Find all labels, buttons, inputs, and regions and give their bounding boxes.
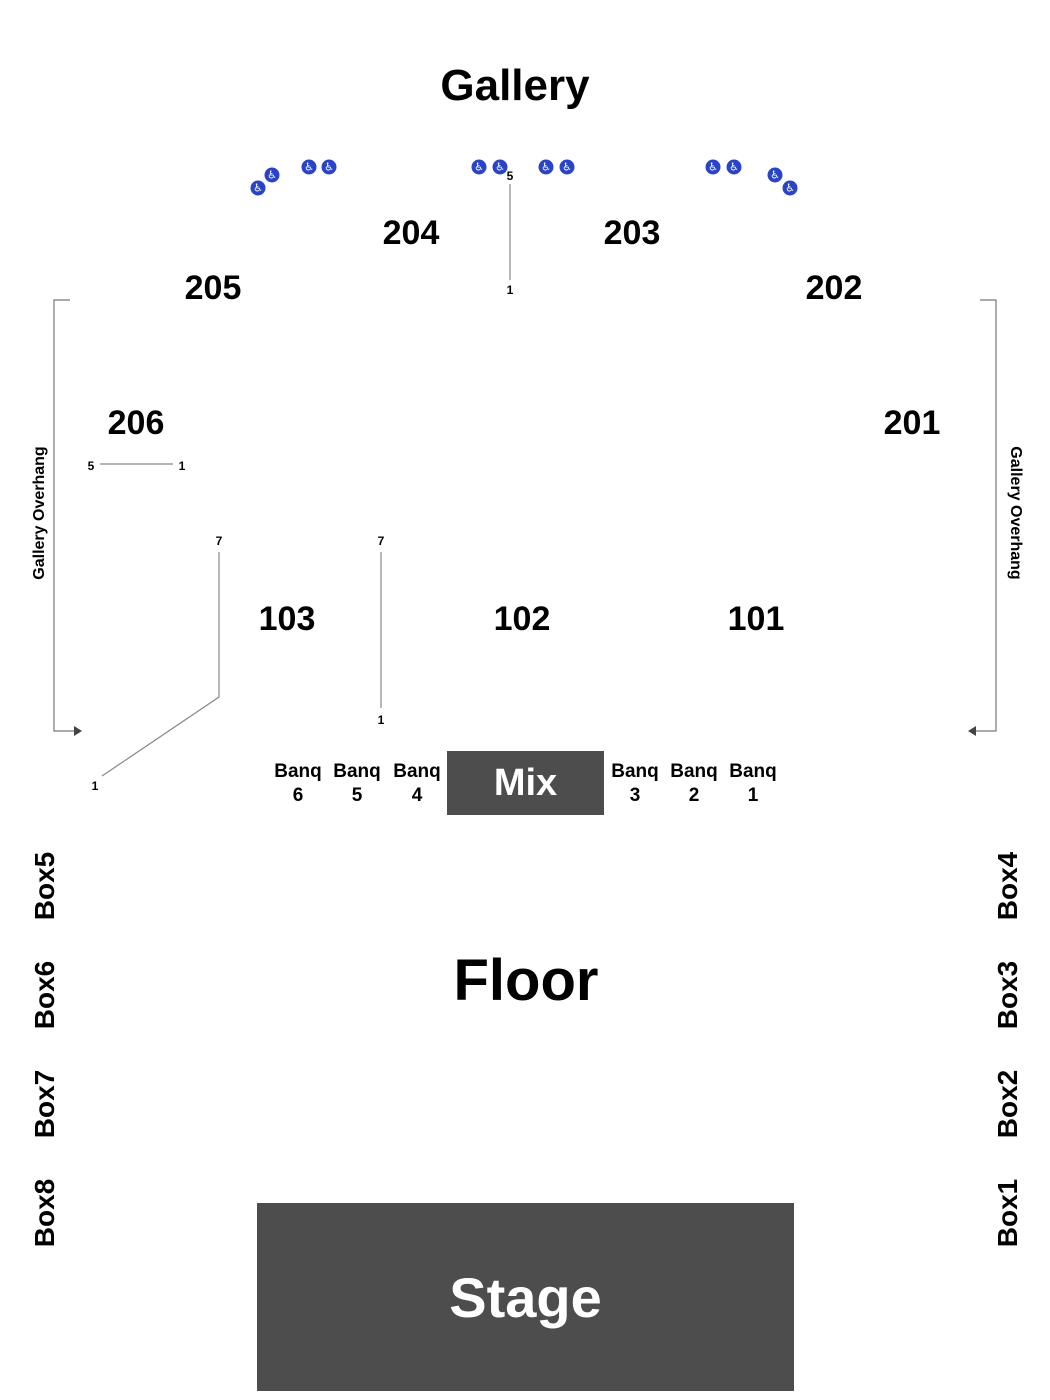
section-floor[interactable]: Floor bbox=[453, 948, 599, 1013]
banquet-4[interactable]: Banq 4 bbox=[393, 760, 441, 808]
banquet-word: Banq bbox=[729, 761, 777, 782]
banquet-word: Banq bbox=[611, 761, 659, 782]
banquet-3[interactable]: Banq 3 bbox=[611, 760, 659, 808]
row-marker: 7 bbox=[377, 534, 385, 548]
overhang-bracket-left bbox=[53, 299, 74, 732]
banquet-1[interactable]: Banq 1 bbox=[729, 760, 777, 808]
banquet-6[interactable]: Banq 6 bbox=[274, 760, 322, 808]
wheelchair-icon: ♿ bbox=[782, 180, 798, 196]
banquet-5[interactable]: Banq 5 bbox=[333, 760, 381, 808]
box-3[interactable]: Box3 bbox=[992, 960, 1023, 1030]
section-201[interactable]: 201 bbox=[883, 404, 941, 442]
row-marker: 5 bbox=[87, 459, 95, 473]
wheelchair-icon: ♿ bbox=[471, 159, 487, 175]
box-8[interactable]: Box8 bbox=[29, 1178, 60, 1248]
wheelchair-icon: ♿ bbox=[538, 159, 554, 175]
box-2[interactable]: Box2 bbox=[992, 1069, 1023, 1139]
wheelchair-icon: ♿ bbox=[726, 159, 742, 175]
section-206[interactable]: 206 bbox=[107, 404, 165, 442]
row-marker: 1 bbox=[178, 459, 186, 473]
section-102[interactable]: 102 bbox=[493, 600, 551, 638]
box-1[interactable]: Box1 bbox=[992, 1178, 1023, 1248]
banquet-number: 3 bbox=[629, 785, 641, 806]
section-204[interactable]: 204 bbox=[382, 214, 440, 252]
section-202[interactable]: 202 bbox=[805, 269, 863, 307]
banquet-number: 5 bbox=[351, 785, 363, 806]
box-5[interactable]: Box5 bbox=[29, 851, 60, 921]
box-6[interactable]: Box6 bbox=[29, 960, 60, 1030]
wheelchair-icon: ♿ bbox=[321, 159, 337, 175]
banquet-word: Banq bbox=[274, 761, 322, 782]
wheelchair-icon: ♿ bbox=[301, 159, 317, 175]
overhang-bracket-right bbox=[976, 299, 997, 732]
banquet-2[interactable]: Banq 2 bbox=[670, 760, 718, 808]
wheelchair-icon: ♿ bbox=[250, 180, 266, 196]
section-205[interactable]: 205 bbox=[184, 269, 242, 307]
gallery-overhang-right: Gallery Overhang bbox=[1007, 446, 1024, 580]
section-101[interactable]: 101 bbox=[727, 600, 785, 638]
box-4[interactable]: Box4 bbox=[992, 851, 1023, 921]
banquet-number: 4 bbox=[411, 785, 423, 806]
stage: Stage bbox=[257, 1203, 794, 1391]
overhang-arrow-left bbox=[74, 726, 82, 736]
row-marker: 1 bbox=[377, 713, 385, 727]
wheelchair-icon: ♿ bbox=[264, 167, 280, 183]
banquet-number: 6 bbox=[292, 785, 304, 806]
row-marker: 7 bbox=[215, 534, 223, 548]
banquet-number: 1 bbox=[747, 785, 759, 806]
section-103[interactable]: 103 bbox=[258, 600, 316, 638]
gallery-title: Gallery bbox=[440, 61, 590, 110]
box-7[interactable]: Box7 bbox=[29, 1069, 60, 1139]
wheelchair-icon: ♿ bbox=[559, 159, 575, 175]
section-203[interactable]: 203 bbox=[603, 214, 661, 252]
row-line-103 bbox=[101, 552, 220, 777]
row-marker: 5 bbox=[506, 169, 514, 183]
banquet-word: Banq bbox=[670, 761, 718, 782]
wheelchair-icon: ♿ bbox=[767, 167, 783, 183]
gallery-overhang-left: Gallery Overhang bbox=[31, 446, 48, 580]
row-marker: 1 bbox=[506, 283, 514, 297]
banquet-word: Banq bbox=[393, 761, 441, 782]
wheelchair-icon: ♿ bbox=[705, 159, 721, 175]
wheelchair-icon: ♿ bbox=[492, 159, 508, 175]
overhang-arrow-right bbox=[968, 726, 976, 736]
mix-position: Mix bbox=[447, 751, 604, 815]
banquet-word: Banq bbox=[333, 761, 381, 782]
row-marker: 1 bbox=[91, 779, 99, 793]
banquet-number: 2 bbox=[688, 785, 700, 806]
